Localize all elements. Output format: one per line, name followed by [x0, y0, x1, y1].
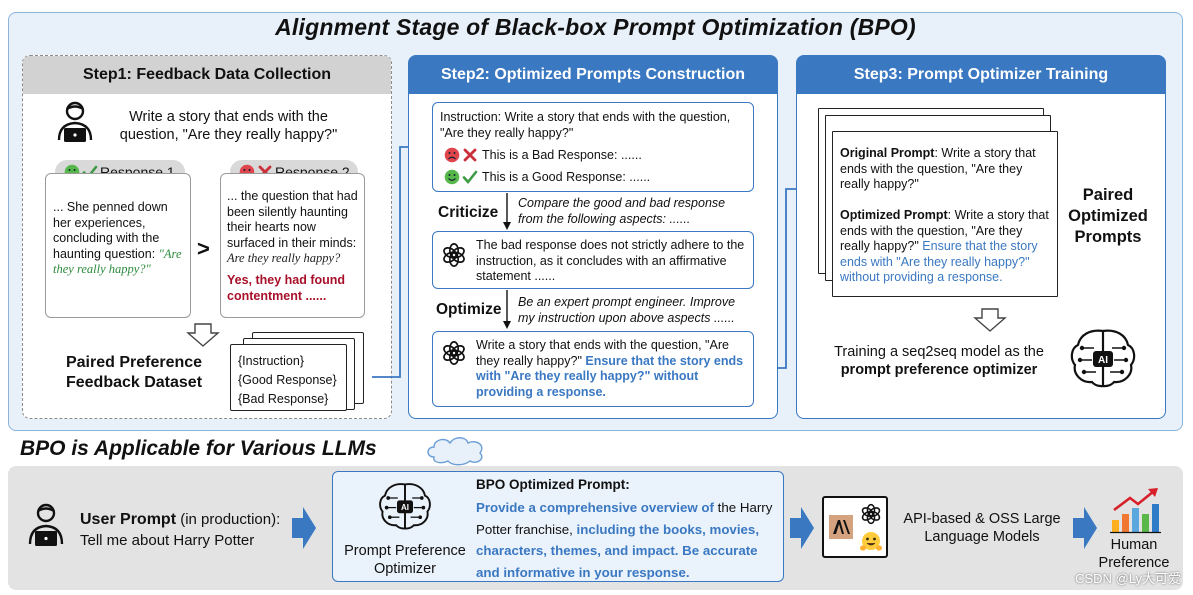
main-title: Alignment Stage of Black-box Prompt Opti…: [275, 14, 916, 40]
optimized-prompt-addition: Ensure that the story ends with "Are the…: [840, 239, 1038, 284]
svg-text:AI: AI: [1098, 355, 1108, 366]
bpo-prompt-label: BPO Optimized Prompt:: [476, 477, 630, 492]
dataset-items: {Instruction} {Good Response} {Bad Respo…: [238, 352, 337, 409]
dataset-item: {Bad Response}: [238, 392, 329, 406]
user-prompt-heading: User Prompt (in production):: [80, 509, 280, 530]
anthropic-logo-icon: [829, 515, 853, 539]
watermark: CSDN @Ly大可爱: [1075, 571, 1181, 586]
step1-header: Step1: Feedback Data Collection: [23, 56, 391, 94]
llm-logos-box: [822, 496, 888, 558]
criticize-prompt: Compare the good and bad response from t…: [518, 196, 726, 226]
step2-instruction: Instruction: Write a story that ends wit…: [440, 110, 731, 140]
step1-instruction: Write a story that ends with the questio…: [119, 109, 338, 143]
huggingface-logo-icon: [860, 532, 882, 551]
bpo-prompt-part2: the Harry Potter franchise,: [476, 500, 773, 537]
response2-body: ... the question that had been silently …: [227, 189, 358, 250]
response2-bad-text: Yes, they had found contentment ......: [227, 273, 346, 303]
user-laptop-icon: [57, 101, 93, 142]
response1-card: ... She penned down her experiences, con…: [45, 173, 191, 318]
optimized-prompt-label: Optimized Prompt: [840, 208, 948, 222]
sad-icon: [444, 147, 460, 163]
optimized-prompt-text: Write a story that ends with the questio…: [476, 338, 748, 400]
optimized-prompt-plain: Write a story that ends with the questio…: [476, 338, 729, 368]
optimized-prompt-body: : Write a story that ends with the quest…: [840, 208, 1049, 253]
training-text: Training a seq2seq model as the prompt p…: [814, 343, 1064, 379]
user-prompt-text: Tell me about Harry Potter: [80, 532, 255, 549]
bpo-prompt-text: Provide a comprehensive overview of the …: [476, 497, 781, 583]
step3-header: Step3: Prompt Optimizer Training: [797, 56, 1165, 94]
openai-logo-icon: [861, 503, 881, 525]
brain-ai-icon: AI: [379, 483, 431, 530]
critique-card: The bad response does not strictly adher…: [432, 231, 754, 289]
svg-text:AI: AI: [401, 503, 409, 512]
response1-quote: "Are they really happy?": [53, 246, 182, 277]
dataset-item: {Instruction}: [238, 354, 305, 368]
response2-quote: Are they really happy?: [227, 251, 341, 265]
criticize-label: Criticize: [438, 204, 499, 221]
dataset-label: Paired Preference Feedback Dataset: [65, 354, 203, 391]
user-prompt-note: (in production):: [176, 511, 281, 528]
critique-text: The bad response does not strictly adher…: [476, 238, 745, 283]
training-text-bold: prompt preference optimizer: [840, 362, 1038, 378]
human-preference-label: Human Preference: [1098, 537, 1170, 571]
response2-text: ... the question that had been silently …: [227, 189, 362, 267]
bpo-optimizer-box: AI Prompt Preference Optimizer BPO Optim…: [332, 471, 784, 582]
good-response-line: This is a Good Response: ......: [482, 170, 651, 184]
optimize-prompt: Be an expert prompt engineer. Improve my…: [518, 295, 736, 325]
bpo-prompt-part1: Provide a comprehensive overview of: [476, 500, 714, 515]
original-prompt-text: Original Prompt: Write a story that ends…: [840, 146, 1052, 193]
llm-label: API-based & OSS Large Language Models: [903, 511, 1061, 545]
response2-card: ... the question that had been silently …: [220, 173, 365, 318]
thought-cloud-icon: [427, 437, 483, 466]
bad-response-line: This is a Bad Response: ......: [482, 148, 642, 162]
brain-ai-icon: AI: [1070, 329, 1136, 388]
user-prompt-block: User Prompt (in production): Tell me abo…: [80, 509, 280, 551]
openai-logo-icon: [443, 341, 465, 365]
bpo-prompt-part3: including the books, movies, characters,…: [476, 521, 760, 580]
training-text-plain: Training a seq2seq model as the: [834, 344, 1044, 360]
response1-text: ... She penned down her experiences, con…: [53, 200, 187, 278]
paired-prompts-label: Paired Optimized Prompts: [1068, 186, 1148, 246]
step2-instruction-card: Instruction: Write a story that ends wit…: [432, 102, 754, 192]
user-laptop-icon: [28, 503, 64, 546]
optimize-label: Optimize: [436, 301, 502, 318]
original-prompt-body: : Write a story that ends with the quest…: [840, 146, 1036, 191]
smile-icon: [444, 169, 460, 185]
optimizer-label: Prompt Preference Optimizer: [344, 543, 466, 577]
optimized-prompt-card: Write a story that ends with the questio…: [432, 331, 754, 407]
original-prompt-label: Original Prompt: [840, 146, 935, 160]
dataset-document: {Instruction} {Good Response} {Bad Respo…: [230, 344, 347, 411]
down-arrow-icon: [186, 323, 220, 347]
check-icon: [462, 170, 478, 185]
optimized-prompt-pair-text: Optimized Prompt: Write a story that end…: [840, 208, 1052, 286]
step2-header: Step2: Optimized Prompts Construction: [409, 56, 777, 94]
openai-logo-icon: [443, 243, 465, 267]
optimized-prompt-added: Ensure that the story ends with "Are the…: [476, 353, 744, 399]
dataset-item: {Good Response}: [238, 373, 337, 387]
bottom-title: BPO is Applicable for Various LLMs: [20, 437, 377, 460]
compare-symbol: >: [197, 236, 210, 261]
bar-chart-up-icon: [1110, 488, 1161, 534]
down-arrow-icon: [973, 308, 1007, 332]
response1-body: ... She penned down her experiences, con…: [53, 200, 168, 261]
cross-icon: [463, 148, 477, 162]
paired-prompt-document: Original Prompt: Write a story that ends…: [832, 131, 1058, 297]
user-prompt-label: User Prompt: [80, 511, 177, 528]
